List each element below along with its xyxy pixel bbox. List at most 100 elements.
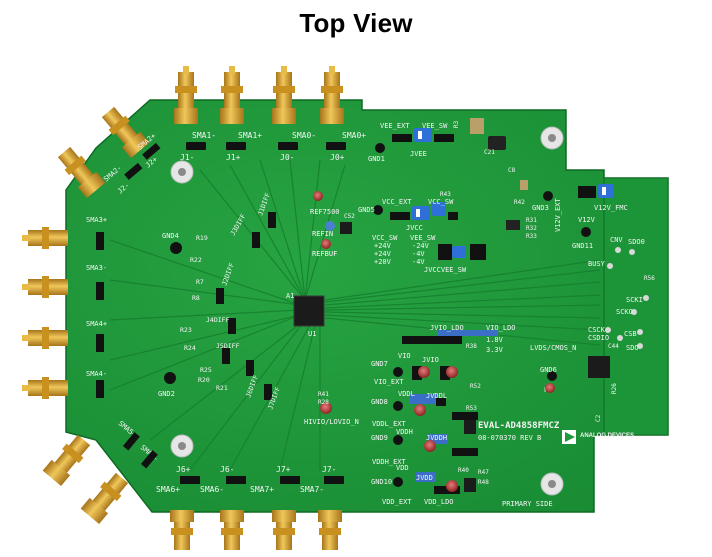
silkscreen-label: +24V bbox=[374, 242, 392, 250]
silkscreen-label: SMA6+ bbox=[156, 485, 180, 494]
test-points bbox=[164, 143, 591, 487]
silkscreen-label: GND11 bbox=[572, 242, 593, 250]
silkscreen-label: -4V bbox=[412, 250, 425, 258]
silkscreen-label: R22 bbox=[190, 256, 202, 264]
silkscreen-label: JVIO bbox=[422, 356, 439, 364]
silkscreen-label: GND7 bbox=[371, 360, 388, 368]
silkscreen-label: C8 bbox=[508, 167, 516, 174]
sma-connector bbox=[101, 106, 150, 159]
ic-u5 bbox=[464, 478, 476, 492]
silkscreen-label: VDD_LDO bbox=[424, 498, 454, 506]
silkscreen-label: J1+ bbox=[226, 153, 241, 162]
silkscreen-label: J0- bbox=[280, 153, 294, 162]
silkscreen-label: C2 bbox=[595, 414, 602, 422]
jdiff-jumpers bbox=[216, 212, 276, 400]
silkscreen-label: VCC_SW bbox=[372, 234, 398, 242]
silkscreen-label: JVIO_LDO bbox=[430, 324, 464, 332]
silkscreen-label: SMA6- bbox=[200, 485, 224, 494]
silkscreen-label: V12V_EXT bbox=[554, 197, 562, 232]
silkscreen-label: 3.3V bbox=[486, 346, 504, 354]
silkscreen-label: GND4 bbox=[162, 232, 179, 240]
silkscreen-label: VDD_EXT bbox=[382, 498, 412, 506]
page-title: Top View bbox=[299, 8, 413, 38]
silkscreen-label: R3 bbox=[453, 120, 460, 128]
silkscreen-label: GND10 bbox=[371, 478, 392, 486]
silkscreen-label: SMA4- bbox=[86, 370, 107, 378]
silkscreen-label: SDO0 bbox=[628, 238, 645, 246]
silkscreen-label: J4DIFF bbox=[206, 316, 230, 324]
silkscreen-label: CSDIO bbox=[588, 334, 609, 342]
sma-label: SMA1- bbox=[192, 131, 216, 140]
traces bbox=[109, 159, 601, 471]
silkscreen-label: VDDH bbox=[396, 428, 413, 436]
sma-connector bbox=[80, 472, 129, 525]
sma-connector bbox=[174, 66, 198, 124]
silkscreen-label: GND3 bbox=[532, 204, 549, 212]
silkscreen-label: 08-070370 REV B bbox=[478, 434, 541, 442]
silkscreen-label: VDDL_EXT bbox=[372, 420, 407, 428]
silkscreen-label: VEE_SW bbox=[410, 234, 436, 242]
silkscreen-label: R25 bbox=[200, 366, 212, 374]
silkscreen-label: V12V bbox=[578, 216, 596, 224]
silkscreen-label: SCKI bbox=[626, 296, 643, 304]
ic-u6 bbox=[588, 356, 610, 378]
silkscreen-label: GND5 bbox=[358, 206, 375, 214]
silkscreen-label: GND2 bbox=[158, 390, 175, 398]
silkscreen-label: R43 bbox=[440, 191, 451, 198]
silkscreen-label: VCC_SW bbox=[428, 198, 454, 206]
silkscreen-label: JVCCVEE_SW bbox=[424, 266, 467, 274]
silkscreen-label: BUSY bbox=[588, 260, 606, 268]
silkscreen-label: HIVIO/LOVIO_N bbox=[304, 418, 359, 426]
fmc-edge bbox=[603, 177, 669, 436]
sma-connector bbox=[42, 434, 91, 487]
silkscreen-label: REFIN bbox=[312, 230, 333, 238]
silkscreen-label: EVAL-AD4858FMCZ bbox=[478, 421, 560, 431]
sma-label: SMA1+ bbox=[238, 131, 262, 140]
silkscreen-label: GND6 bbox=[540, 366, 557, 374]
vendor-logo: ANALOG DEVICES bbox=[562, 430, 634, 444]
silkscreen-label: VDD bbox=[396, 464, 409, 472]
bottom-jumpers bbox=[180, 476, 344, 484]
silkscreen-label: CNV bbox=[610, 236, 623, 244]
silkscreen-label: REF7500 bbox=[310, 208, 340, 216]
silkscreen-label: R21 bbox=[216, 384, 228, 392]
gnd-labels: GND4 GND2 GND1 GND5 GND3 GND11 GND7 GND8… bbox=[158, 155, 593, 486]
silkscreen-label: SMA4+ bbox=[86, 320, 107, 328]
silkscreen-label: CSB bbox=[624, 330, 637, 338]
ic-u4 bbox=[464, 420, 476, 434]
silkscreen-label: C52 bbox=[344, 213, 355, 220]
passive-labels: R3 R43 R42 R31 R32 R33 R38 R52 R53 R40 R… bbox=[318, 120, 655, 486]
silkscreen-label: R31 bbox=[526, 217, 537, 224]
silkscreen-label: JVCC bbox=[406, 224, 423, 232]
silkscreen-label: SMA7- bbox=[300, 485, 324, 494]
silkscreen-label: R32 bbox=[526, 225, 537, 232]
sma-connector bbox=[272, 66, 296, 124]
silkscreen-label: R47 bbox=[478, 469, 489, 476]
top-jumpers bbox=[186, 142, 346, 150]
silkscreen-label: SMA7+ bbox=[250, 485, 274, 494]
silkscreen-label: J5DIFF bbox=[216, 342, 240, 350]
silkscreen-label: VIO bbox=[398, 352, 411, 360]
silkscreen-label: JVDDH bbox=[426, 434, 447, 442]
status-leds bbox=[320, 366, 555, 492]
silkscreen-label: R41 bbox=[318, 391, 329, 398]
silkscreen-label: R28 bbox=[318, 399, 329, 406]
silkscreen-label: R8 bbox=[192, 294, 200, 302]
mounting-holes bbox=[170, 126, 564, 496]
silkscreen-label: A1 bbox=[286, 292, 294, 300]
silkscreen-label: PRIMARY SIDE bbox=[502, 500, 553, 508]
silkscreen-label: -24V bbox=[412, 242, 430, 250]
silkscreen-label: VDDL bbox=[398, 390, 415, 398]
silkscreen-label: ANALOG DEVICES bbox=[580, 433, 634, 439]
left-jumpers bbox=[96, 232, 104, 398]
ref-leds bbox=[313, 191, 335, 249]
silkscreen-label: LVDS/CMOS_N bbox=[530, 344, 576, 352]
sma-label: SMA0- bbox=[292, 131, 316, 140]
inductor bbox=[488, 136, 506, 150]
silkscreen-label: VEE_EXT bbox=[380, 122, 410, 130]
silkscreen-label: R23 bbox=[180, 326, 192, 334]
silkscreen-label: V12V_FMC bbox=[594, 204, 628, 212]
silkscreen-label: JVDDL bbox=[426, 392, 447, 400]
spi-pads bbox=[605, 247, 649, 349]
